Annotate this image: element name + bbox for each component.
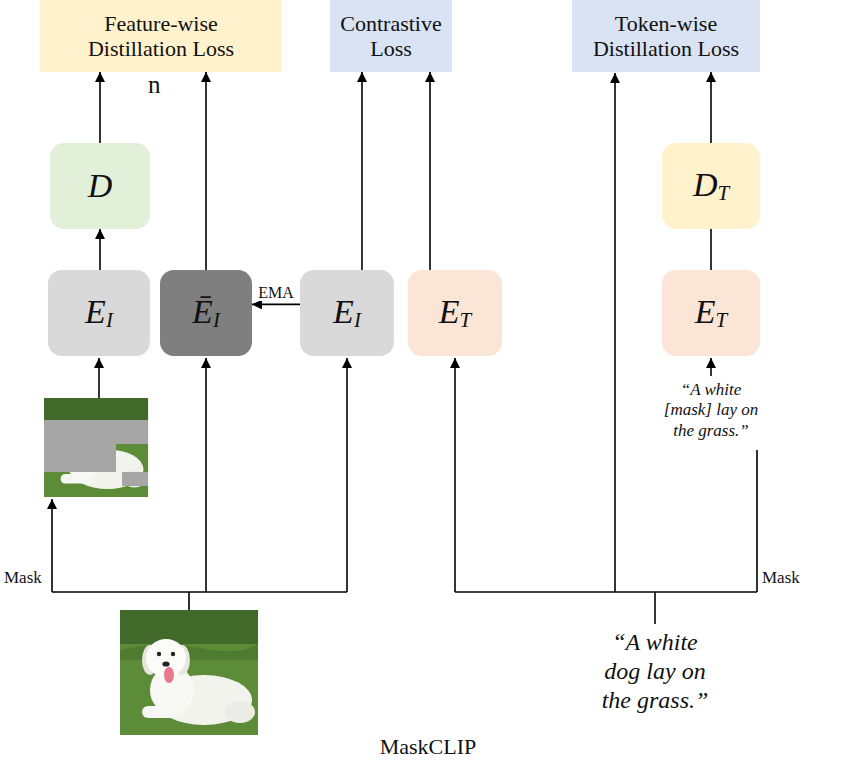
masked-photo: [44, 398, 148, 497]
branch-line: [455, 591, 757, 593]
masked-text-input: “A white [mask] lay on the grass.”: [661, 380, 761, 441]
ema-encoder-box: ĒI: [160, 270, 252, 356]
symbol: E: [695, 293, 716, 330]
branch-arrow: [346, 358, 348, 592]
encoder-box: EI: [48, 270, 150, 356]
loss-box: Feature-wise Distillation Loss: [40, 0, 282, 72]
branch-arrow: [710, 358, 712, 376]
loss-label: Contrastive Loss: [335, 11, 447, 62]
text-input: “A white dog lay on the grass.”: [600, 628, 710, 714]
mask-patch: [122, 472, 148, 486]
dog-photo: [44, 398, 148, 497]
loss-box: Contrastive Loss: [330, 0, 452, 72]
symbol-label: ĒI: [192, 295, 220, 331]
symbol: E: [85, 293, 106, 330]
edge-label: EMA: [257, 284, 295, 302]
subscript: T: [716, 308, 728, 332]
branch-arrow: [205, 358, 207, 592]
mask-label: Mask: [762, 568, 800, 588]
symbol: E: [333, 293, 354, 330]
branch-line: [756, 450, 758, 592]
connector: [429, 72, 431, 270]
branch-arrow: [98, 358, 100, 398]
symbol: D: [693, 166, 718, 203]
symbol-label: DT: [693, 168, 729, 204]
decoder-box: D: [50, 143, 150, 229]
mask-patch: [44, 444, 116, 472]
connector: [361, 72, 363, 270]
symbol: E: [439, 293, 460, 330]
symbol: Ē: [192, 293, 213, 330]
stray-letter: n: [148, 70, 161, 100]
subscript: I: [354, 308, 361, 332]
connector: [99, 229, 101, 270]
connector: [710, 229, 712, 270]
branch-line: [654, 592, 656, 624]
branch-arrow: [614, 73, 616, 592]
subscript: I: [106, 308, 113, 332]
branch-lines: [52, 73, 757, 624]
connector: [252, 304, 300, 306]
branch-arrow: [51, 499, 53, 592]
mask-label: Mask: [4, 568, 42, 588]
encoder-box: ET: [662, 270, 760, 356]
dog-photo: [120, 610, 258, 735]
symbol-label: D: [88, 169, 113, 203]
branch-arrow: [454, 358, 456, 592]
encoder-box: ET: [408, 270, 502, 356]
encoder-box: EI: [300, 270, 394, 356]
symbol-label: ET: [695, 295, 727, 331]
subscript: I: [213, 308, 220, 332]
branch-line: [188, 592, 190, 610]
symbol-label: ET: [439, 295, 471, 331]
connector: [710, 72, 712, 143]
branch-line: [52, 591, 347, 593]
loss-box: Token-wise Distillation Loss: [572, 0, 760, 72]
loss-label: Token-wise Distillation Loss: [581, 11, 751, 62]
symbol: D: [88, 167, 113, 204]
subscript: T: [717, 181, 729, 205]
symbol-label: EI: [85, 295, 113, 331]
subscript: T: [460, 308, 472, 332]
loss-label: Feature-wise Distillation Loss: [71, 11, 251, 62]
connector: [99, 72, 101, 143]
symbol-label: EI: [333, 295, 361, 331]
connector: [205, 72, 207, 270]
mask-patch: [44, 420, 148, 444]
figure-caption: MaskCLIP: [0, 734, 856, 760]
decoder-box: DT: [662, 143, 760, 229]
